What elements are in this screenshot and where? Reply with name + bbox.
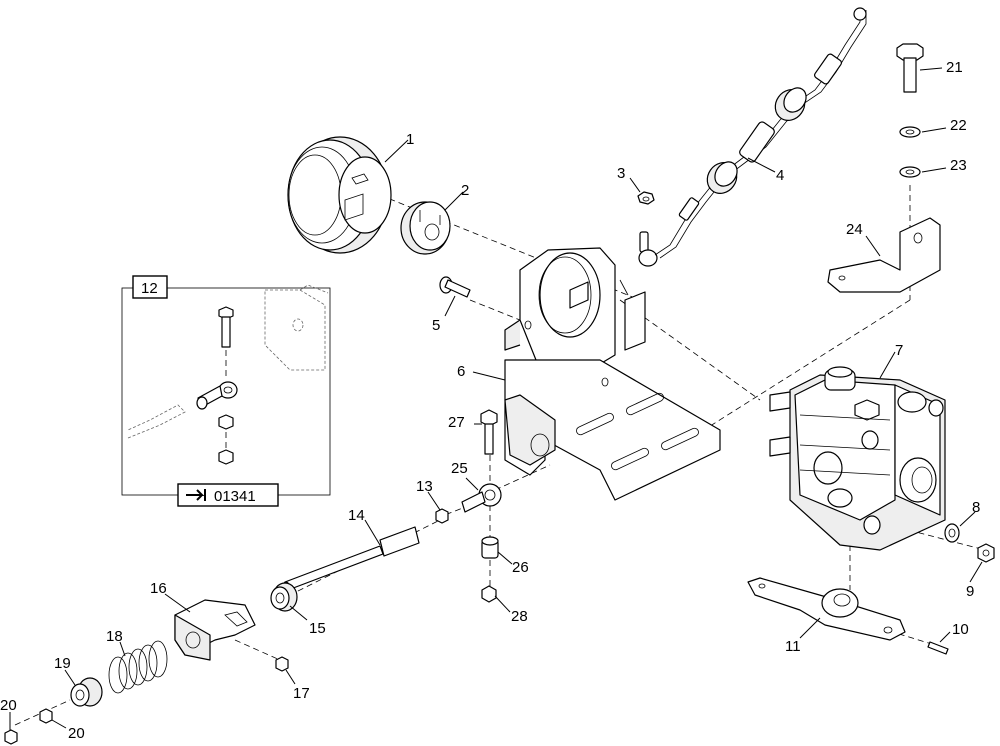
detail-box-label: 12	[141, 280, 158, 297]
callout-9: 9	[966, 583, 974, 600]
callout-21: 21	[946, 59, 963, 76]
callout-2: 2	[461, 182, 469, 199]
leader-lines	[9, 67, 983, 730]
nut-3	[637, 191, 655, 205]
bushing-15	[270, 582, 298, 612]
bolt-21	[896, 43, 924, 93]
callout-17: 17	[293, 685, 310, 702]
callout-10: 10	[952, 621, 969, 638]
callout-3: 3	[617, 165, 625, 182]
callout-22: 22	[950, 117, 967, 134]
lever-arm	[747, 577, 906, 641]
nut-20	[4, 708, 53, 745]
callout-26: 26	[512, 559, 529, 576]
washer-22	[899, 126, 921, 138]
spacer-19	[70, 677, 103, 707]
callout-27: 27	[448, 414, 465, 431]
callout-5: 5	[432, 317, 440, 334]
callout-11: 11	[785, 638, 801, 655]
washer-23	[899, 166, 921, 178]
callout-13: 13	[416, 478, 433, 495]
callout-7: 7	[895, 342, 903, 359]
callout-14: 14	[348, 507, 365, 524]
callout-24: 24	[846, 221, 863, 238]
callout-23: 23	[950, 157, 967, 174]
fork-bracket	[174, 599, 256, 661]
plate-bracket-24	[827, 217, 941, 293]
taper-bush	[400, 201, 451, 255]
rod-end-25	[461, 483, 502, 513]
callout-6: 6	[457, 363, 465, 380]
callout-20-left: 20	[0, 697, 17, 714]
callout-labels: 1 2 3 4 5 6 7 8 9 10 11 13 14 15 16 17 1…	[0, 59, 980, 742]
callout-19: 19	[54, 655, 71, 672]
control-cable	[654, 7, 867, 259]
spring-18	[108, 640, 168, 694]
hydraulic-pump	[769, 366, 946, 551]
washer-8	[944, 523, 960, 543]
detail-box-reference: 01341	[214, 488, 256, 505]
bushing-26	[481, 536, 499, 559]
cable-ball-joint	[638, 231, 658, 267]
callout-8: 8	[972, 499, 980, 516]
callout-25: 25	[451, 460, 468, 477]
callout-1: 1	[406, 131, 414, 148]
callout-4: 4	[776, 167, 784, 184]
nut-28	[481, 585, 497, 603]
detail-box	[121, 275, 331, 507]
mounting-bracket	[504, 247, 721, 501]
callout-28: 28	[511, 608, 528, 625]
screw-17	[275, 656, 289, 672]
pin-10	[927, 641, 949, 655]
bolt-5	[439, 276, 471, 298]
nut-9	[977, 543, 995, 563]
nut-13	[435, 508, 449, 524]
rod-14	[282, 526, 420, 591]
pulley	[287, 136, 392, 254]
bolt-27	[480, 409, 498, 455]
callout-15: 15	[309, 620, 326, 637]
callout-20-right: 20	[68, 725, 85, 742]
callout-18: 18	[106, 628, 123, 645]
callout-16: 16	[150, 580, 167, 597]
